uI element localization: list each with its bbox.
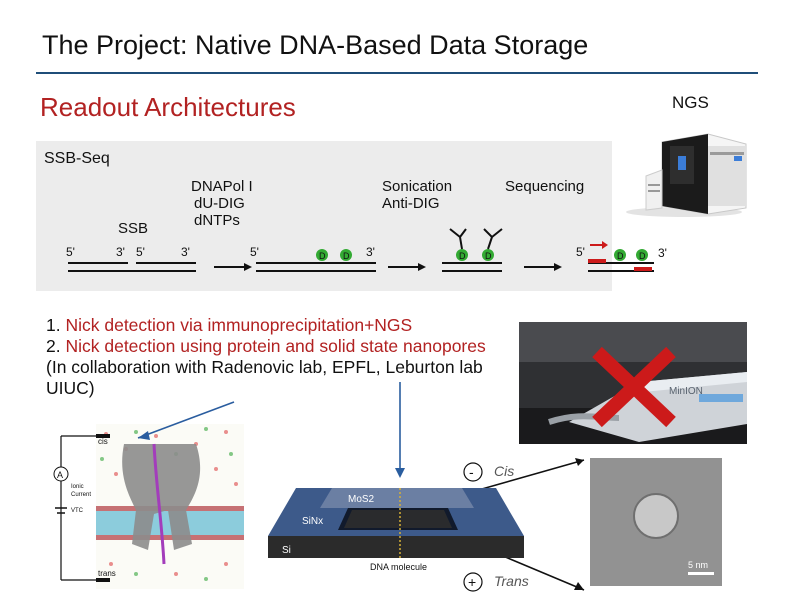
scale-label: 5 nm [688,560,708,570]
dig-marker [636,249,648,261]
dig-marker [316,249,328,261]
three-prime-label: 3' [366,245,375,259]
three-prime-label: 3' [181,245,190,259]
read-direction-arrow-head [602,241,608,249]
ssb-seq-stage4-tail: D D 3' [612,246,667,272]
three-prime-label: 3' [658,246,667,260]
bullet-text-red: Nick detection using protein and solid s… [65,336,486,356]
dig-marker [456,249,468,261]
dig-marker-label: D [319,251,326,261]
trans-label: trans [98,569,116,578]
dig-marker-label: D [459,251,466,261]
callout-arrow-protein [137,401,235,439]
ngs-sequencer-image [626,133,747,217]
step2-line1: DNAPol I [191,178,253,195]
dna-molecule-label: DNA molecule [370,562,427,572]
sequencing-read [588,259,606,263]
ammeter-icon [53,466,69,482]
current-label: Current [71,492,91,498]
process-arrow-head [244,263,252,271]
bullet-item-1: 1. Nick detection via immunoprecipitatio… [46,315,486,336]
plus-symbol: + [468,574,476,590]
protein-nanopore-diagram: cis trans A Ionic Current VTC [53,424,244,589]
ionic-label: Ionic [71,484,84,490]
five-prime-label: 5' [66,245,75,259]
cis-label: cis [98,437,108,446]
step3-line1: Sonication [382,178,452,195]
cross-icon [592,346,676,428]
step2-line2: dU-DIG [194,195,245,212]
five-prime-label: 5' [250,245,259,259]
step3-line2: Anti-DIG [382,195,440,212]
slide-title: The Project: Native DNA-Based Data Stora… [42,30,589,60]
minion-device-text: MinION [669,386,703,397]
ngs-label: NGS [672,93,709,112]
bullet-list: 1. Nick detection via immunoprecipitatio… [46,315,486,399]
five-prime-label: 5' [576,245,585,259]
dig-marker [482,249,494,261]
ammeter-symbol: A [57,470,63,480]
bullet-text-black: (In collaboration with Radenovic lab, EP… [46,357,483,398]
antibody-icon [483,228,503,250]
nanopore-icon [633,493,679,539]
tem-nanopore-image: 5 nm [590,458,722,586]
sequencing-read [634,267,652,271]
dig-marker-label: D [639,251,646,261]
antibody-icon [449,228,467,250]
ssb-seq-diagram: SSB-Seq SSB DNAPol I dU-DIG dNTPs Sonica… [44,150,612,272]
bullet-item-2: 2. Nick detection using protein and soli… [46,336,486,399]
minion-photo: MinION [519,322,747,444]
bullet-text-red: Nick detection via immunoprecipitation+N… [65,315,413,335]
three-prime-label: 3' [116,245,125,259]
ssb-seq-heading: SSB-Seq [44,150,110,167]
slide-subtitle: Readout Architectures [40,92,296,122]
dig-marker [614,249,626,261]
vtc-label: VTC [71,508,84,514]
step2-line3: dNTPs [194,212,240,229]
process-arrow-head [418,263,426,271]
dig-marker-label: D [343,251,350,261]
trans-label: Trans [494,573,529,589]
process-arrow-head [554,263,562,271]
step4-label: Sequencing [505,178,584,195]
scale-bar [688,572,714,575]
minus-symbol: - [469,464,474,480]
ssb-seq-panel: SSB-Seq SSB DNAPol I dU-DIG dNTPs Sonica… [36,141,612,291]
minus-electrode-icon [463,462,483,482]
title-divider [36,72,758,74]
five-prime-label: 5' [136,245,145,259]
dig-marker-label: D [617,251,624,261]
bullet-number: 2. [46,336,66,356]
solid-state-nanopore-diagram: - Cis + Trans MoS2 SiNx Si DNA molecule [268,462,529,592]
bullet-number: 1. [46,315,66,335]
sinx-label: SiNx [302,516,323,527]
si-label: Si [282,545,291,556]
dig-marker-label: D [485,251,492,261]
dig-marker [340,249,352,261]
plus-electrode-icon [463,572,483,592]
mos2-label: MoS2 [348,494,375,505]
cis-label: Cis [494,463,514,479]
ssb-label: SSB [118,220,148,237]
